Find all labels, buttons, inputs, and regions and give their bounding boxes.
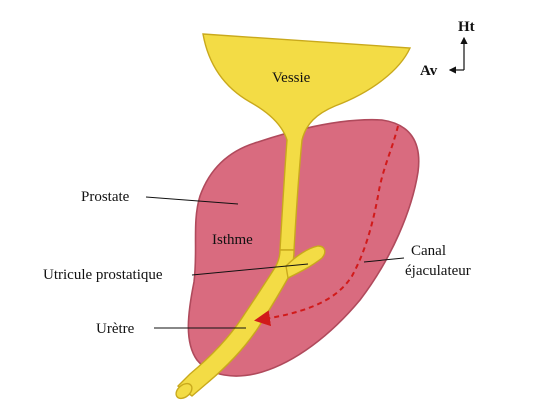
leader-utricle (191, 263, 309, 276)
label-ejaculatory-duct-2: éjaculateur (405, 263, 471, 279)
leader-ejaculatory-duct (363, 257, 405, 263)
label-isthmus: Isthme (212, 232, 253, 248)
label-up: Ht (458, 19, 475, 35)
leader-prostate (145, 196, 239, 205)
label-anterior: Av (420, 63, 438, 79)
label-urethra: Urètre (96, 321, 135, 337)
ejaculatory-duct-path (254, 125, 399, 327)
utricle-shape (285, 245, 326, 280)
urethra-opening (175, 382, 193, 400)
label-ejaculatory-duct-1: Canal (411, 243, 446, 259)
label-utricle: Utricule prostatique (43, 267, 163, 283)
label-bladder: Vessie (272, 70, 311, 86)
label-prostate: Prostate (81, 189, 130, 205)
